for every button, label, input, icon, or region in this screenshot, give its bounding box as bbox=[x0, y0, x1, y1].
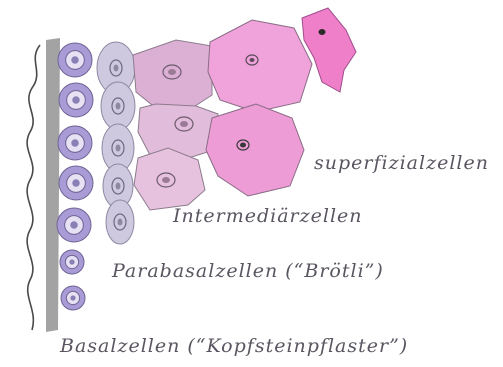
parabasal-cell bbox=[106, 200, 134, 244]
parabasal-cells bbox=[97, 42, 135, 244]
superficial-cell bbox=[206, 104, 304, 196]
superficial-cell-shedding bbox=[302, 8, 356, 92]
label-basal-cells: Basalzellen (“Kopfsteinpflaster”) bbox=[60, 335, 408, 357]
basal-cell bbox=[59, 166, 93, 200]
basal-cell bbox=[58, 126, 92, 160]
intermediate-cells bbox=[133, 40, 218, 210]
connective-tissue-wave bbox=[27, 45, 40, 330]
basal-cell bbox=[59, 83, 93, 117]
basal-cells bbox=[57, 43, 93, 310]
basal-cell bbox=[61, 286, 85, 310]
label-superficial-cells: superfizialzellen bbox=[314, 152, 489, 174]
basal-cell bbox=[57, 208, 91, 242]
parabasal-cell bbox=[101, 82, 135, 130]
label-parabasal-cells: Parabasalzellen (“Brötli”) bbox=[112, 260, 384, 282]
basal-cell bbox=[58, 43, 92, 77]
superficial-cell bbox=[208, 20, 312, 112]
label-intermediate-cells: Intermediärzellen bbox=[173, 205, 363, 227]
basal-cell bbox=[60, 250, 84, 274]
basement-membrane bbox=[46, 38, 60, 332]
